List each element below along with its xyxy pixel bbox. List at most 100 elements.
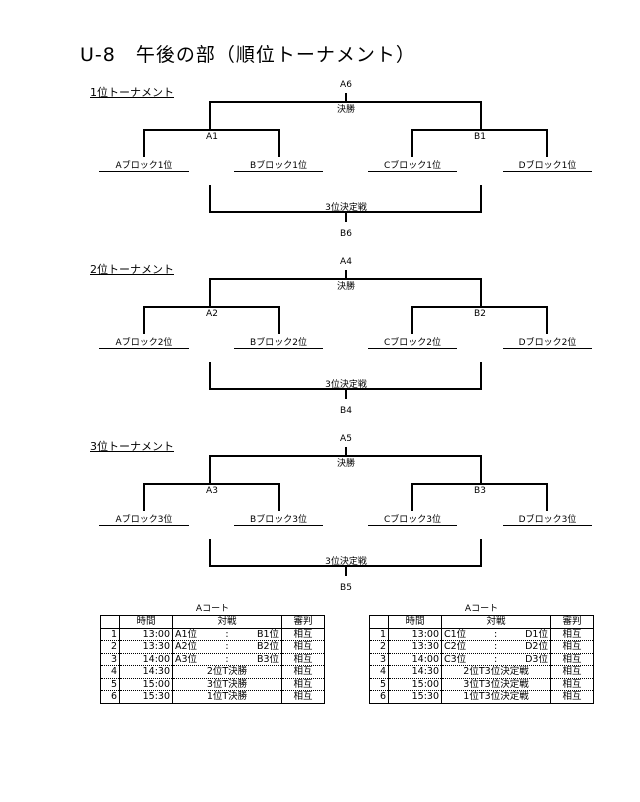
referee: 相互	[281, 640, 325, 654]
match-time: 13:30	[119, 640, 173, 654]
page-title: U-8 午後の部（順位トーナメント）	[80, 44, 416, 66]
third-place-label: 3位決定戦	[325, 378, 367, 390]
match-number: 1	[100, 628, 120, 641]
third-place-label: 3位決定戦	[325, 201, 367, 213]
match-description: 2位T決勝	[172, 665, 282, 679]
referee: 相互	[550, 653, 594, 666]
home-team: C2位	[444, 641, 467, 652]
match-number: 2	[369, 640, 389, 654]
match-time: 15:30	[388, 690, 442, 704]
match-description: 3位T決勝	[172, 678, 282, 691]
final-match-code: A4	[340, 257, 352, 267]
final-bracket-line	[209, 278, 482, 307]
referee: 相互	[281, 690, 325, 704]
semi-left-bracket-line	[143, 306, 280, 334]
tournament-heading: 1位トーナメント	[90, 86, 174, 99]
match-time: 14:00	[119, 653, 173, 666]
column-header: 審判	[550, 615, 594, 629]
semi-right-bracket-line	[411, 306, 548, 334]
schedule-header-row: 時間対戦審判	[100, 615, 325, 629]
final-label: 決勝	[337, 457, 355, 469]
semi-right-code: B2	[474, 309, 486, 319]
vs-separator: :	[225, 641, 229, 652]
semi-left-bracket-line	[143, 129, 280, 157]
vs-separator: :	[494, 641, 498, 652]
team-slot-label: Cブロック1位	[384, 159, 441, 171]
match-time: 15:00	[388, 678, 442, 691]
home-team: C1位	[444, 628, 467, 640]
match-number: 6	[369, 690, 389, 704]
column-header: 時間	[388, 615, 442, 629]
match-pairing: C1位: D1位	[441, 628, 551, 641]
column-header	[100, 615, 120, 629]
referee: 相互	[281, 628, 325, 641]
semi-right-bracket-line	[411, 483, 548, 511]
tournament-heading: 2位トーナメント	[90, 263, 174, 276]
column-header: 対戦	[441, 615, 551, 629]
team-slot-label: Aブロック3位	[116, 513, 173, 525]
referee: 相互	[550, 665, 594, 679]
team-slot-label: Bブロック2位	[250, 336, 307, 348]
final-bracket-line	[209, 455, 482, 484]
court-title: Aコート	[464, 604, 499, 614]
semi-right-code: B3	[474, 486, 486, 496]
semi-left-bracket-line	[143, 483, 280, 511]
team-slot-label: Bブロック1位	[250, 159, 307, 171]
semi-right-bracket-line	[411, 129, 548, 157]
vs-separator: :	[225, 653, 229, 665]
match-pairing: A3位: B3位	[172, 653, 282, 666]
match-pairing: C3位:D3位	[441, 653, 551, 666]
home-team: C3位	[444, 653, 467, 665]
tournament-heading: 3位トーナメント	[90, 440, 174, 453]
third-place-match-code: B6	[340, 229, 352, 239]
match-number: 4	[100, 665, 120, 679]
match-time: 15:00	[119, 678, 173, 691]
third-place-match-code: B5	[340, 583, 352, 593]
match-time: 14:30	[119, 665, 173, 679]
final-bracket-line	[209, 101, 482, 130]
vs-separator: :	[494, 653, 498, 665]
final-label: 決勝	[337, 103, 355, 115]
team-slot-label: Aブロック2位	[116, 336, 173, 348]
vs-separator: :	[225, 628, 229, 640]
semi-left-code: A2	[206, 309, 218, 319]
vs-separator: :	[494, 628, 498, 640]
away-team: B3位	[256, 653, 279, 665]
match-number: 3	[369, 653, 389, 666]
team-slot-label: Cブロック2位	[384, 336, 441, 348]
column-header: 審判	[281, 615, 325, 629]
away-team: D1位	[525, 628, 548, 640]
semi-left-code: A1	[206, 132, 218, 142]
match-time: 14:30	[388, 665, 442, 679]
final-match-code: A5	[340, 434, 352, 444]
match-number: 3	[100, 653, 120, 666]
match-number: 4	[369, 665, 389, 679]
home-team: A2位	[175, 641, 198, 652]
team-slot-label: Dブロック1位	[519, 159, 577, 171]
team-slot-label: Dブロック3位	[519, 513, 577, 525]
away-team: D2位	[525, 641, 548, 652]
match-time: 14:00	[388, 653, 442, 666]
match-time: 13:00	[119, 628, 173, 641]
match-pairing: C2位: D2位	[441, 640, 551, 654]
match-number: 2	[100, 640, 120, 654]
away-team: B2位	[256, 641, 279, 652]
column-header: 対戦	[172, 615, 282, 629]
match-pairing: A2位: B2位	[172, 640, 282, 654]
match-time: 13:30	[388, 640, 442, 654]
team-slot-label: Dブロック2位	[519, 336, 577, 348]
schedule-header-row: 時間対戦審判	[369, 615, 594, 629]
referee: 相互	[550, 640, 594, 654]
court-title: Aコート	[195, 604, 230, 614]
final-match-code: A6	[340, 80, 352, 90]
home-team: A3位	[175, 653, 198, 665]
referee: 相互	[550, 690, 594, 704]
